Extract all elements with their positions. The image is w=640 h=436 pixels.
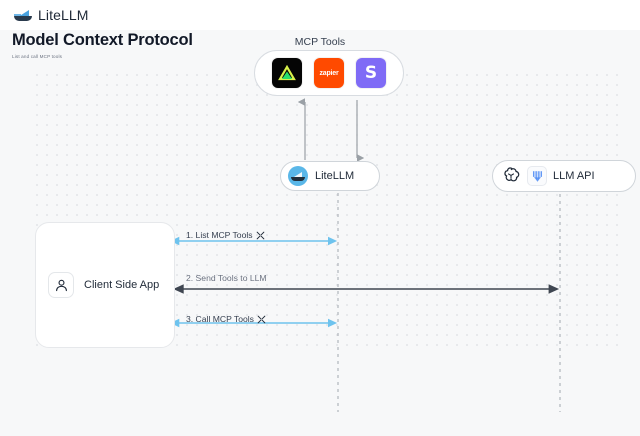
node-litellm-label: LiteLLM [315, 170, 355, 182]
canvas-bottom-fade [0, 352, 640, 436]
node-client-side-app-label: Client Side App [84, 279, 160, 291]
node-litellm[interactable]: LiteLLM [280, 161, 380, 191]
brand-name: LiteLLM [38, 7, 89, 23]
slack-label: S [364, 62, 378, 83]
zapier-label: zapier [319, 69, 339, 77]
step-3-text: 3. Call MCP Tools [186, 314, 254, 324]
step-label-2: 2. Send Tools to LLM [186, 273, 267, 283]
step-label-3: 3. Call MCP Tools [186, 314, 266, 324]
page-title: Model Context Protocol [12, 31, 193, 49]
boat-logo-icon [14, 8, 32, 22]
mcp-tools-group[interactable]: zapier S [254, 50, 404, 96]
zapier-tool-icon[interactable]: zapier [314, 58, 344, 88]
gemini-icon [527, 166, 547, 186]
brand[interactable]: LiteLLM [14, 7, 89, 23]
node-llm-api-label: LLM API [553, 170, 595, 182]
tools-icon [257, 315, 266, 323]
app-header: LiteLLM [0, 0, 640, 30]
step-label-1: 1. List MCP Tools [186, 230, 265, 240]
triangle-glyph [278, 65, 296, 81]
triangle-tool-icon[interactable] [272, 58, 302, 88]
node-llm-api[interactable]: LLM API [492, 160, 636, 192]
page-subtitle: List and call MCP tools [12, 54, 63, 59]
step-2-text: 2. Send Tools to LLM [186, 273, 267, 283]
tools-icon [256, 231, 264, 239]
litellm-boat-icon [288, 166, 308, 186]
person-icon [48, 272, 74, 298]
mcp-tools-title: MCP Tools [294, 36, 346, 48]
node-client-side-app[interactable]: Client Side App [35, 222, 175, 348]
canvas-right-fade [622, 66, 640, 436]
step-1-text: 1. List MCP Tools [186, 230, 253, 240]
openai-icon [501, 166, 521, 186]
slack-tool-icon[interactable]: S [356, 58, 386, 88]
